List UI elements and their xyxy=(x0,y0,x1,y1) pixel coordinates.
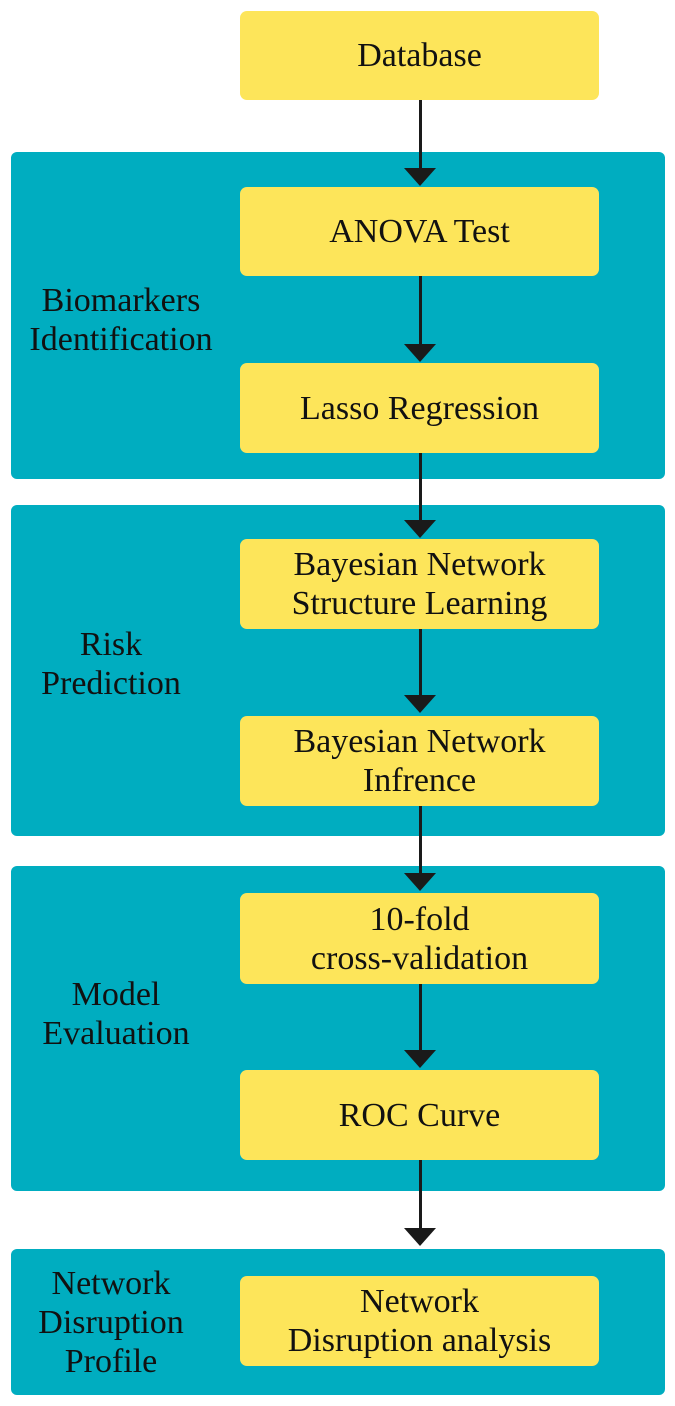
section-label-line: Network xyxy=(51,1264,171,1302)
node-roc-curve: ROC Curve xyxy=(240,1070,599,1160)
node-label: Disruption analysis xyxy=(287,1322,552,1359)
arrow-bn-structure-to-bn-inference-head xyxy=(404,695,436,713)
node-label: Lasso Regression xyxy=(300,389,539,427)
node-label: Network xyxy=(360,1283,479,1320)
node-bayesian-network-inference: Bayesian Network Infrence xyxy=(240,716,599,806)
node-label: ROC Curve xyxy=(338,1096,501,1134)
arrow-lasso-to-bn-structure-head xyxy=(404,520,436,538)
node-label: Infrence xyxy=(362,762,477,799)
node-database: Database xyxy=(240,11,599,100)
section-label-line: Biomarkers xyxy=(41,282,201,319)
node-label: Bayesian Network xyxy=(293,546,546,583)
section-label-network-disruption-profile: Network Disruption Profile xyxy=(11,1263,211,1381)
arrow-anova-to-lasso-head xyxy=(404,344,436,362)
section-label-line: Model xyxy=(71,976,161,1013)
arrow-database-to-anova-head xyxy=(404,168,436,186)
node-bayesian-network-structure-learning: Bayesian Network Structure Learning xyxy=(240,539,599,629)
node-label: Bayesian Network xyxy=(293,723,546,760)
node-lasso-regression: Lasso Regression xyxy=(240,363,599,453)
arrow-bn-inference-to-cross-validation-head xyxy=(404,873,436,891)
arrow-bn-inference-to-cross-validation-shaft xyxy=(419,806,422,875)
node-label: 10-fold xyxy=(369,900,470,938)
section-label-model-evaluation: Model Evaluation xyxy=(11,974,221,1054)
arrow-anova-to-lasso-shaft xyxy=(419,276,422,346)
node-label: Database xyxy=(357,37,482,74)
node-label: Structure Learning xyxy=(291,585,548,622)
arrow-database-to-anova-shaft xyxy=(419,100,422,170)
arrow-bn-structure-to-bn-inference-shaft xyxy=(419,629,422,697)
node-label: cross-validation xyxy=(310,939,529,977)
arrow-cross-validation-to-roc-shaft xyxy=(419,984,422,1052)
arrow-roc-to-disruption-analysis-shaft xyxy=(419,1160,422,1230)
section-label-line: Evaluation xyxy=(42,1015,190,1052)
node-network-disruption-analysis: Network Disruption analysis xyxy=(240,1276,599,1366)
section-label-biomarkers-identification: Biomarkers Identification xyxy=(11,280,231,360)
arrow-cross-validation-to-roc-head xyxy=(404,1050,436,1068)
arrow-roc-to-disruption-analysis-head xyxy=(404,1228,436,1246)
node-label: ANOVA Test xyxy=(329,213,510,250)
arrow-lasso-to-bn-structure-shaft xyxy=(419,453,422,522)
section-label-risk-prediction: Risk Prediction xyxy=(11,624,211,704)
section-label-line: Disruption xyxy=(38,1303,184,1341)
section-label-line: Risk xyxy=(79,626,143,663)
node-anova-test: ANOVA Test xyxy=(240,187,599,276)
section-label-line: Identification xyxy=(29,321,213,358)
node-cross-validation: 10-fold cross-validation xyxy=(240,893,599,984)
section-label-line: Profile xyxy=(64,1342,158,1380)
section-label-line: Prediction xyxy=(41,665,181,702)
